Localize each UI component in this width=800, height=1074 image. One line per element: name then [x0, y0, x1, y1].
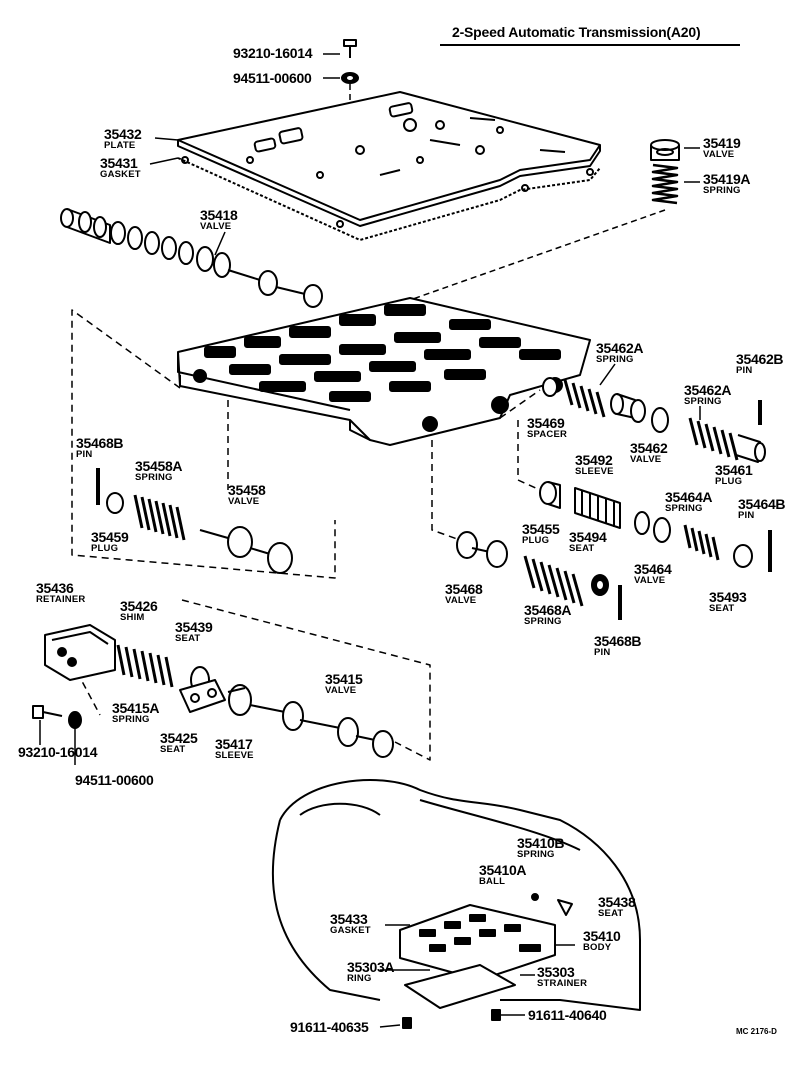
washer-bottom-left — [68, 711, 82, 729]
bolt-91611-40640 — [491, 1009, 501, 1021]
seat-35438 — [557, 899, 573, 916]
plug-35459 — [106, 492, 124, 514]
spring-35419A — [651, 163, 679, 205]
spring-35462A-left — [563, 379, 606, 418]
part-label: 91611-40640 — [528, 1007, 607, 1023]
spacer-35469 — [542, 377, 558, 397]
valve-35458 — [199, 526, 293, 574]
valve-body-upper — [177, 297, 591, 446]
seat-35468-washer — [591, 574, 609, 596]
washer-top — [341, 72, 359, 84]
spring-35415A — [116, 644, 174, 688]
spring-35468A — [523, 555, 584, 607]
part-label: 94511-00600 — [75, 772, 154, 788]
gasket-upper — [177, 156, 601, 241]
bolt-91611-40635 — [402, 1017, 412, 1029]
plug-35461 — [735, 434, 766, 463]
sleeve-35492 — [574, 487, 621, 529]
valve-35419 — [650, 139, 680, 161]
valve-35468 — [456, 531, 508, 568]
separator-plate — [177, 91, 601, 227]
valve-35464 — [653, 517, 671, 543]
plug-35455 — [539, 481, 561, 509]
spring-35464A — [683, 524, 720, 561]
valve-35462 — [610, 393, 669, 433]
seat-35493 — [733, 544, 753, 568]
strainer-35303 — [404, 964, 516, 1009]
spring-35462A-right — [688, 417, 739, 461]
sleeve-35417 — [227, 684, 252, 716]
valve-body-lower — [399, 904, 556, 981]
title-underline — [440, 44, 740, 46]
diagram-title: 2-Speed Automatic Transmission(A20) — [452, 24, 701, 40]
part-label: 91611-40635 — [290, 1019, 369, 1035]
drawing-code: MC 2176-D — [736, 1027, 777, 1036]
part-label: 94511-00600 — [233, 70, 312, 86]
ball-35410A — [531, 893, 539, 901]
seat-35494 — [634, 511, 650, 535]
part-label: 93210-16014 — [233, 45, 313, 61]
valve-35415 — [249, 701, 394, 758]
valve-35418 — [60, 208, 323, 308]
transmission-case — [271, 779, 641, 1011]
part-label: 93210-16014 — [18, 744, 98, 760]
bolt-bottom-left — [32, 705, 63, 719]
retainer-35436 — [44, 624, 116, 681]
bolt-top — [343, 39, 357, 58]
seat-35425 — [179, 679, 226, 713]
spring-35458A — [133, 494, 186, 541]
